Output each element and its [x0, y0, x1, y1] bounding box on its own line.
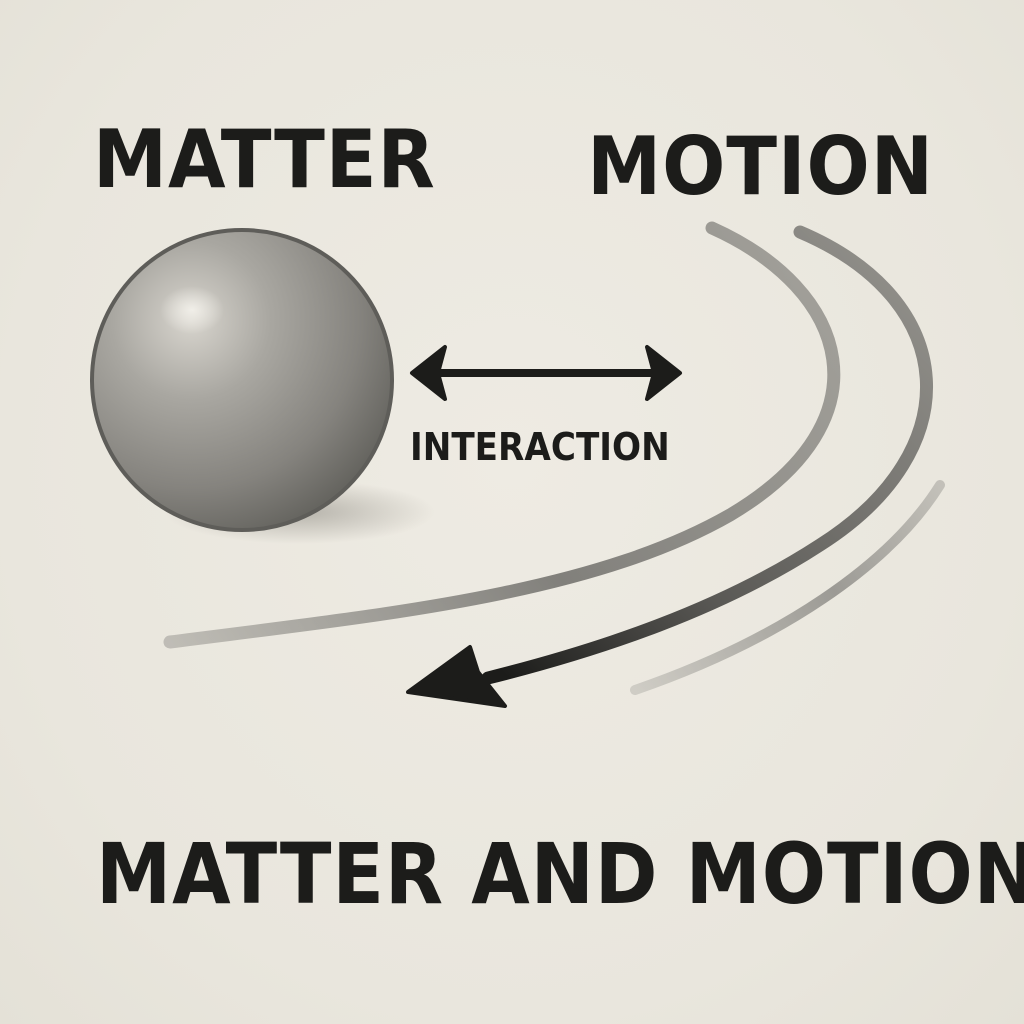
double-arrow-icon — [410, 345, 682, 401]
curved-arrow-icon — [406, 225, 934, 708]
motion-trail-inner — [163, 221, 841, 649]
motion-label: MOTION — [587, 120, 934, 213]
matter-label: MATTER — [93, 113, 436, 206]
diagram-caption: MATTER AND MOTION — [96, 825, 1024, 923]
motion-trail-outer — [630, 480, 945, 695]
interaction-label: INTERACTION — [410, 425, 670, 469]
motion-trails — [163, 221, 945, 695]
sphere-icon — [90, 228, 394, 532]
